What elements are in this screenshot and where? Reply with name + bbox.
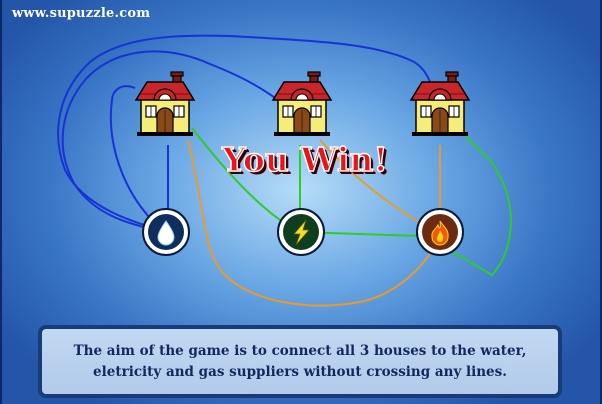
house-3[interactable] — [410, 71, 470, 137]
lightning-bolt-icon — [293, 219, 310, 246]
water-drop-icon — [157, 220, 175, 246]
house-icon — [135, 71, 195, 137]
frame-left-edge — [0, 0, 2, 404]
instructions-text: The aim of the game is to connect all 3 … — [65, 341, 535, 383]
gas-supplier[interactable] — [416, 208, 464, 256]
electricity-line-to-house-3 — [299, 131, 512, 277]
house-icon — [410, 71, 470, 137]
instructions-line-2: eletricity and gas suppliers without cro… — [93, 363, 507, 380]
house-1[interactable] — [135, 71, 195, 137]
house-2[interactable] — [272, 71, 332, 137]
frame-right-edge — [600, 0, 602, 404]
you-win-message: You Win! — [221, 139, 388, 179]
house-icon — [272, 71, 332, 137]
water-line-to-house-2 — [61, 50, 303, 233]
gas-line-to-house-1 — [187, 139, 441, 307]
water-line-to-house-3 — [57, 34, 439, 233]
water-line-to-house-1 — [109, 85, 166, 233]
instructions-panel: The aim of the game is to connect all 3 … — [38, 325, 562, 398]
site-url-text: www.supuzzle.com — [12, 6, 151, 21]
electricity-supplier[interactable] — [277, 208, 325, 256]
water-supplier[interactable] — [142, 208, 190, 256]
instructions-line-1: The aim of the game is to connect all 3 … — [73, 342, 527, 359]
